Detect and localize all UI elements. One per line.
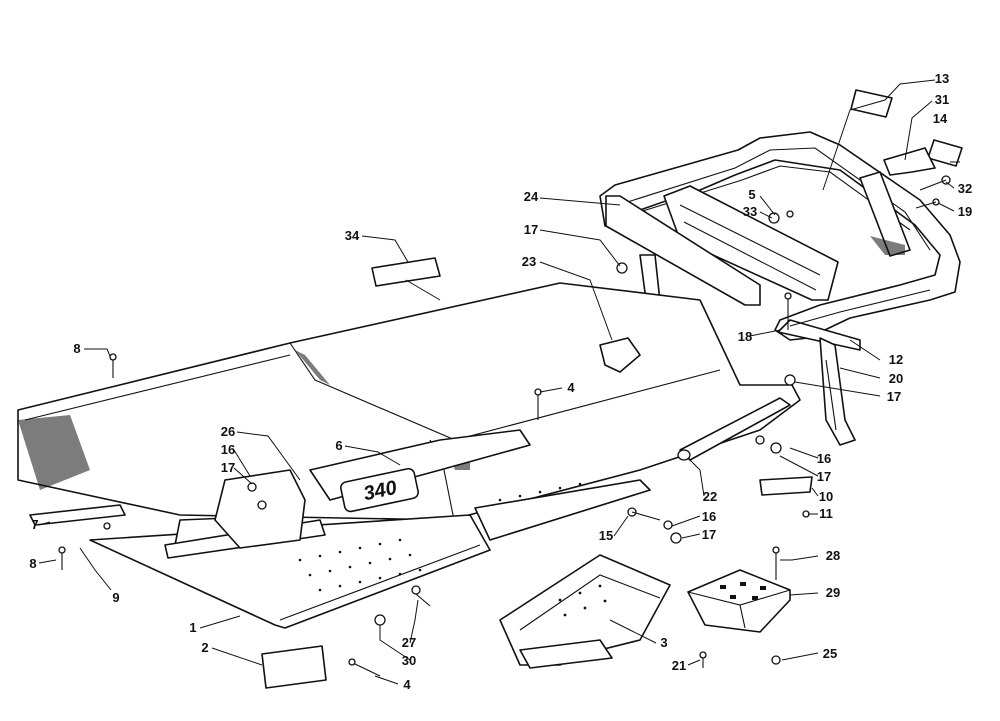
callout-17: 17 [886,389,902,404]
callout-15: 15 [598,528,614,543]
decal-34 [371,257,441,287]
callout-31: 31 [934,92,950,107]
leader-lines [38,79,960,685]
footwell-bracket [499,554,671,669]
callout-14: 14 [932,111,948,126]
side-trim: 340 [309,429,531,513]
callout-24: 24 [523,189,539,204]
callout-4: 4 [567,380,575,395]
callout-21: 21 [671,658,687,673]
callout-29: 29 [825,585,841,600]
callout-27: 27 [401,635,417,650]
callout-4: 4 [403,677,411,692]
callout-7: 7 [31,517,39,532]
decal-14 [927,139,963,167]
strip-7 [29,504,126,526]
reflector-10 [759,476,813,496]
callout-8: 8 [29,556,37,571]
tube-22 [677,397,791,461]
callout-16: 16 [701,509,717,524]
callout-33: 33 [742,204,758,219]
callout-26: 26 [220,424,236,439]
callout-23: 23 [521,254,537,269]
callout-9: 9 [112,590,120,605]
callout-5: 5 [748,187,756,202]
callout-1: 1 [189,620,197,635]
callout-8: 8 [73,341,81,356]
callout-19: 19 [957,204,973,219]
callout-16: 16 [816,451,832,466]
hardware [58,175,951,677]
callout-18: 18 [737,329,753,344]
callout-28: 28 [825,548,841,563]
callout-10: 10 [818,489,834,504]
callout-17: 17 [220,460,236,475]
bracket-31 [883,147,936,176]
callout-17: 17 [816,469,832,484]
callout-20: 20 [888,371,904,386]
callout-11: 11 [819,506,833,521]
hood-panel [17,282,801,536]
callout-12: 12 [888,352,904,367]
callout-6: 6 [335,438,343,453]
callout-2: 2 [201,640,209,655]
callout-3: 3 [660,635,668,650]
callout-13: 13 [934,71,950,86]
callout-25: 25 [822,646,838,661]
bracket-23 [599,337,641,373]
callout-34: 34 [344,228,360,243]
callout-17: 17 [701,527,717,542]
callout-17: 17 [523,222,539,237]
callout-16: 16 [220,442,236,457]
callout-32: 32 [957,181,973,196]
callout-22: 22 [702,489,718,504]
decal-2 [261,645,327,689]
rear-bumper-assembly [599,131,961,446]
callout-30: 30 [401,653,417,668]
foot-bracket-29 [687,569,791,633]
